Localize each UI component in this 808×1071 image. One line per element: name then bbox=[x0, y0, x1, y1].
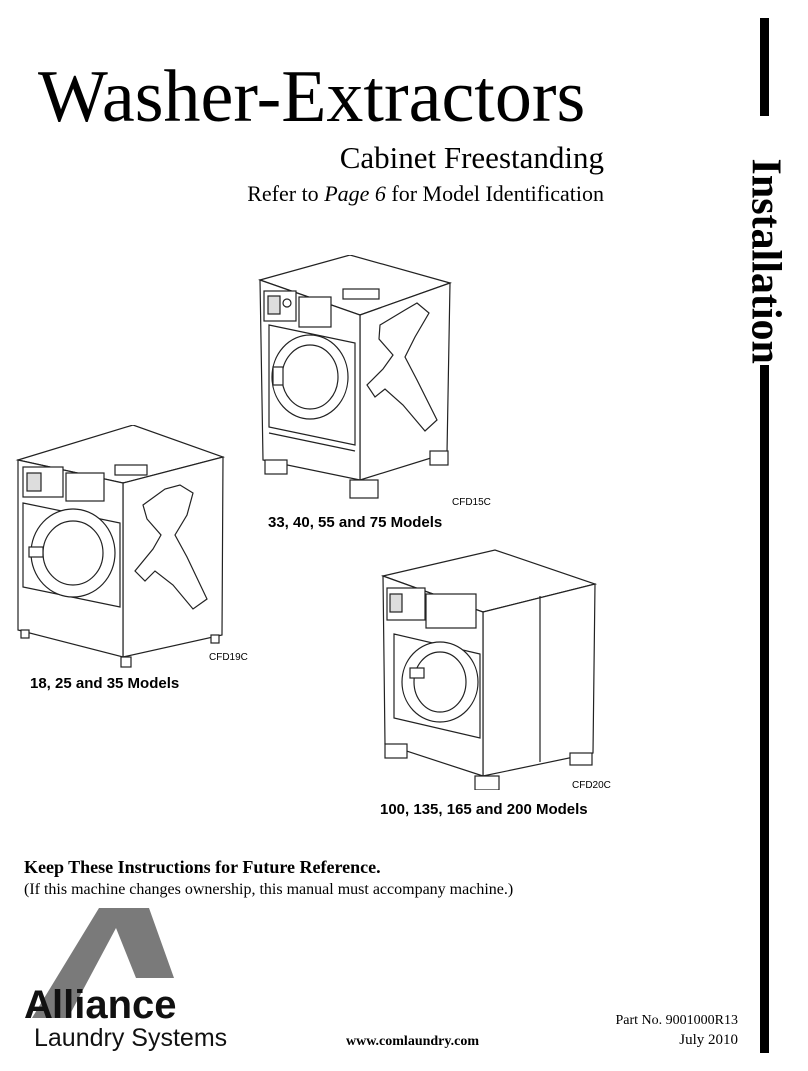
side-section-label: Installation bbox=[742, 158, 789, 364]
refer-suffix: for Model Identification bbox=[385, 181, 604, 206]
svg-text:A: A bbox=[24, 983, 53, 1027]
page-subtitle: Cabinet Freestanding bbox=[339, 140, 604, 175]
figure-code: CFD19C bbox=[209, 652, 248, 663]
figure-code: CFD15C bbox=[452, 497, 491, 508]
part-number: Part No. 9001000R13 bbox=[615, 1013, 739, 1028]
logo-wordmark: lliance bbox=[52, 983, 177, 1027]
refer-prefix: Refer to bbox=[247, 181, 325, 206]
website-link[interactable]: www.comlaundry.com bbox=[346, 1034, 479, 1049]
figure-caption: 33, 40, 55 and 75 Models bbox=[268, 514, 443, 531]
alliance-logo: A lliance Laundry Systems bbox=[24, 908, 227, 1052]
machine-illustration-large bbox=[380, 549, 598, 790]
machine-illustration-medium bbox=[257, 255, 452, 499]
side-rule-bottom bbox=[760, 365, 769, 1053]
notice-heading: Keep These Instructions for Future Refer… bbox=[24, 857, 381, 877]
page-title: Washer-Extractors bbox=[38, 56, 586, 138]
publication-date: July 2010 bbox=[679, 1032, 738, 1048]
figure-caption: 18, 25 and 35 Models bbox=[30, 675, 180, 692]
refer-line: Refer to Page 6 for Model Identification bbox=[247, 181, 604, 207]
refer-page-link[interactable]: Page 6 bbox=[324, 181, 386, 206]
notice-note: (If this machine changes ownership, this… bbox=[24, 881, 514, 898]
machine-illustration-small bbox=[15, 425, 226, 668]
figure-caption: 100, 135, 165 and 200 Models bbox=[380, 801, 588, 818]
logo-tagline: Laundry Systems bbox=[34, 1024, 227, 1052]
side-rule-top bbox=[760, 18, 769, 116]
figure-code: CFD20C bbox=[572, 780, 611, 791]
